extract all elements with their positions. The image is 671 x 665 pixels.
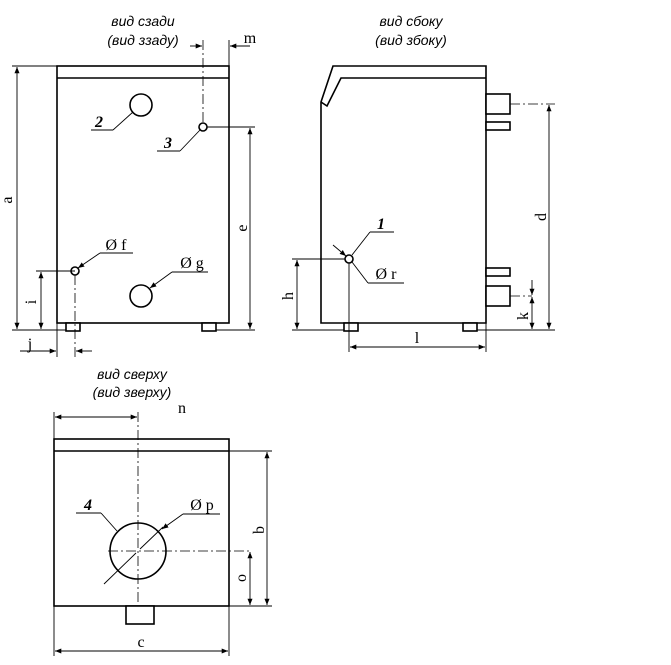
dim-r-arrow-in bbox=[332, 244, 347, 257]
rear-foot-left bbox=[65, 322, 81, 332]
pipe-2 bbox=[129, 93, 153, 117]
rear-view: вид сзади (вид ззаду) a i j m bbox=[0, 13, 257, 357]
dim-m-label: m bbox=[244, 30, 257, 47]
callout-4: 4 bbox=[83, 497, 92, 514]
rear-foot-right bbox=[201, 322, 217, 332]
dim-r-label: Ø r bbox=[376, 266, 398, 283]
dim-l-label: l bbox=[415, 330, 420, 347]
top-pipe-stub bbox=[125, 605, 155, 625]
top-view-subtitle: (вид зверху) bbox=[93, 384, 172, 400]
side-pipe-lower-large bbox=[485, 285, 511, 307]
callout-4-leader bbox=[100, 512, 118, 532]
dim-f-leader bbox=[77, 252, 101, 269]
dim-r-leader bbox=[351, 261, 369, 284]
side-pipe-upper-large bbox=[485, 93, 511, 115]
dim-p-label: Ø p bbox=[190, 497, 214, 514]
dim-d-label: d bbox=[533, 213, 550, 221]
dim-c-label: c bbox=[137, 634, 144, 651]
side-foot-left bbox=[343, 322, 359, 332]
dim-a-label: a bbox=[0, 196, 16, 203]
dim-g-leader bbox=[149, 271, 173, 289]
dim-p-leader bbox=[161, 513, 184, 530]
callout-3: 3 bbox=[163, 135, 172, 152]
side-pipe-lower-small bbox=[485, 267, 511, 277]
side-view-title: вид сбоку bbox=[380, 13, 444, 29]
dim-e-label: e bbox=[234, 224, 251, 231]
dim-h-label: h bbox=[280, 292, 297, 300]
top-view-title: вид сверху bbox=[97, 366, 168, 382]
side-body bbox=[320, 65, 487, 324]
side-foot-right bbox=[462, 322, 478, 332]
dim-f-label: Ø f bbox=[106, 237, 128, 254]
pipe-g bbox=[129, 284, 153, 308]
pipe-3 bbox=[198, 122, 208, 132]
top-view: вид сверху (вид зверху) n b o c 4 bbox=[53, 366, 272, 656]
side-view: вид сбоку (вид збоку) h l d k bbox=[280, 13, 555, 352]
side-view-subtitle: (вид збоку) bbox=[375, 32, 447, 48]
callout-3-leader bbox=[179, 129, 201, 152]
dim-b-label: b bbox=[251, 526, 268, 534]
rear-view-subtitle: (вид ззаду) bbox=[107, 32, 178, 48]
flue-diameter-lower bbox=[103, 552, 137, 585]
dim-n-label: n bbox=[178, 400, 186, 417]
callout-2-leader bbox=[112, 111, 134, 131]
dim-k-label: k bbox=[515, 312, 532, 320]
dim-g-label: Ø g bbox=[180, 255, 204, 272]
dim-i-label: i bbox=[23, 299, 40, 304]
pipe-1 bbox=[344, 254, 354, 264]
dim-o-label: o bbox=[233, 574, 250, 582]
flue-diameter-upper bbox=[139, 526, 164, 550]
side-pipe-upper-small bbox=[485, 121, 511, 131]
dim-j-label: j bbox=[27, 336, 32, 353]
side-lid bbox=[320, 77, 486, 108]
callout-2: 2 bbox=[94, 114, 103, 131]
callout-1-leader bbox=[351, 231, 371, 256]
rear-view-title: вид сзади bbox=[111, 13, 175, 29]
callout-1: 1 bbox=[377, 216, 385, 233]
rear-body bbox=[56, 65, 230, 324]
